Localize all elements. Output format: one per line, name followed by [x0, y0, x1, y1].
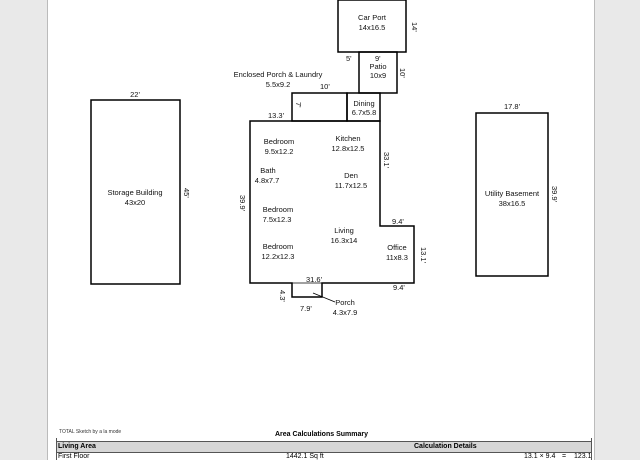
office-name: Office — [387, 243, 406, 252]
porch-name: Porch — [335, 298, 355, 307]
porch-side-dim: 4.3' — [278, 290, 287, 302]
storage-side-dim: 45' — [182, 188, 191, 198]
enclosed-top-dim: 10' — [320, 82, 330, 91]
storage-building-outline — [90, 99, 181, 285]
storage-name: Storage Building — [107, 188, 162, 197]
den-size: 11.7x12.5 — [335, 181, 367, 190]
floor-area: 1442.1 Sq ft — [286, 453, 324, 460]
dining-size: 6.7x5.8 — [352, 108, 377, 117]
area-summary-header: Living Area Calculation Details — [56, 441, 592, 453]
living-name: Living — [334, 226, 354, 235]
calc-formula: 13.1 × 9.4 — [524, 453, 556, 460]
drawing-sheet — [47, 0, 595, 460]
main-right-dim: 33.1' — [382, 152, 391, 169]
utility-size: 38x16.5 — [499, 199, 526, 208]
calc-result: 123.1 — [574, 453, 592, 460]
office-bottom-dim: 9.4' — [393, 283, 405, 292]
table-row: First Floor 1442.1 Sq ft 13.1 × 9.4 = 12… — [56, 452, 592, 460]
storage-top-dim: 22' — [130, 90, 140, 99]
kitchen-size: 12.8x12.5 — [332, 144, 365, 153]
office-side-dim: 13.1' — [419, 247, 428, 264]
den-name: Den — [344, 171, 358, 180]
patio-name: Patio — [369, 62, 386, 71]
patio-top-dim: 9' — [375, 54, 381, 63]
floor-label: First Floor — [58, 453, 90, 460]
bedroom2-size: 7.5x12.3 — [263, 215, 292, 224]
main-left-dim: 39.9' — [238, 195, 247, 212]
utility-basement-outline — [475, 112, 549, 277]
dining-name: Dining — [353, 99, 374, 108]
kitchen-name: Kitchen — [335, 134, 360, 143]
carport-name: Car Port — [358, 13, 387, 22]
calculation-details-header: Calculation Details — [414, 443, 477, 450]
main-bottom-dim: 31.6' — [306, 275, 323, 284]
utility-top-dim: 17.8' — [504, 102, 521, 111]
bedroom1-size: 9.5x12.2 — [265, 147, 294, 156]
sketch-credit: TOTAL Sketch by a la mode — [59, 429, 122, 435]
bedroom3-name: Bedroom — [263, 242, 293, 251]
storage-size: 43x20 — [125, 198, 145, 207]
bedroom3-size: 12.2x12.3 — [262, 252, 295, 261]
living-size: 16.3x14 — [331, 236, 358, 245]
main-top-dim: 13.3' — [268, 111, 285, 120]
porch-bottom-dim: 7.9' — [300, 304, 312, 313]
calc-equals: = — [562, 453, 567, 460]
enclosed-porch-size: 5.5x9.2 — [266, 80, 291, 89]
bath-name: Bath — [260, 166, 275, 175]
living-area-header: Living Area — [58, 443, 96, 450]
carport-bottom-dim: 5' — [346, 54, 352, 63]
patio-size: 10x9 — [370, 71, 386, 80]
porch-leader-line — [312, 292, 336, 303]
enclosed-porch-name: Enclosed Porch & Laundry — [234, 70, 323, 79]
office-size: 11x8.3 — [386, 253, 408, 262]
patio-side-dim: 10' — [398, 68, 407, 78]
carport-side-dim: 14' — [410, 22, 419, 32]
utility-name: Utility Basement — [485, 189, 540, 198]
area-summary-title: Area Calculations Summary — [275, 431, 368, 438]
bedroom2-name: Bedroom — [263, 205, 293, 214]
bedroom1-name: Bedroom — [264, 137, 294, 146]
porch-size: 4.3x7.9 — [333, 308, 358, 317]
utility-side-dim: 39.9' — [550, 186, 559, 203]
office-top-dim: 9.4' — [392, 217, 404, 226]
bath-size: 4.8x7.7 — [255, 176, 280, 185]
carport-size: 14x16.5 — [359, 23, 386, 32]
enclosed-side-dim: 7' — [294, 102, 303, 108]
